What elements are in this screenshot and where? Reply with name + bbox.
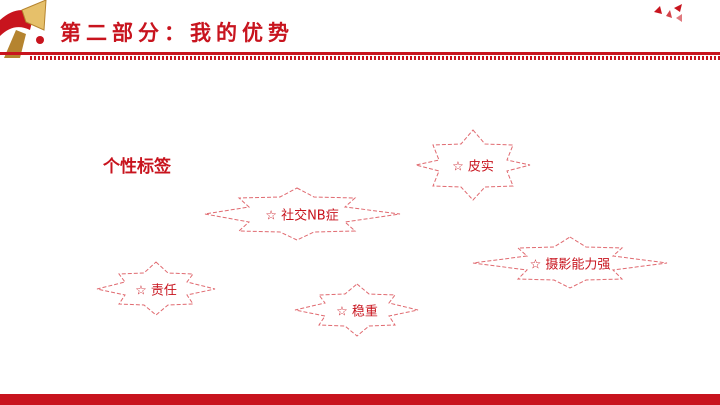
tag-responsibility: ☆ 责任 (135, 283, 177, 299)
tag-social: ☆ 社交NB症 (265, 208, 339, 224)
page-title: 第二部分：我的优势 (60, 21, 294, 45)
header-rule (0, 52, 720, 55)
header-hatch-rule (30, 56, 720, 60)
footer-bar (0, 394, 720, 405)
tag-star-outline (204, 187, 401, 241)
tag-star-outline (472, 236, 668, 289)
tag-star-outline (294, 283, 419, 337)
tag-star-outline (415, 129, 531, 201)
tag-steady: ☆ 稳重 (336, 304, 378, 320)
tag-photography: ☆ 摄影能力强 (529, 257, 611, 273)
red-birds-icon (654, 4, 682, 22)
section-label: 个性标签 (103, 157, 171, 177)
tag-pishi: ☆ 皮实 (452, 159, 494, 175)
trumpet-flag-icon (0, 0, 47, 58)
tag-star-outline (96, 261, 216, 316)
